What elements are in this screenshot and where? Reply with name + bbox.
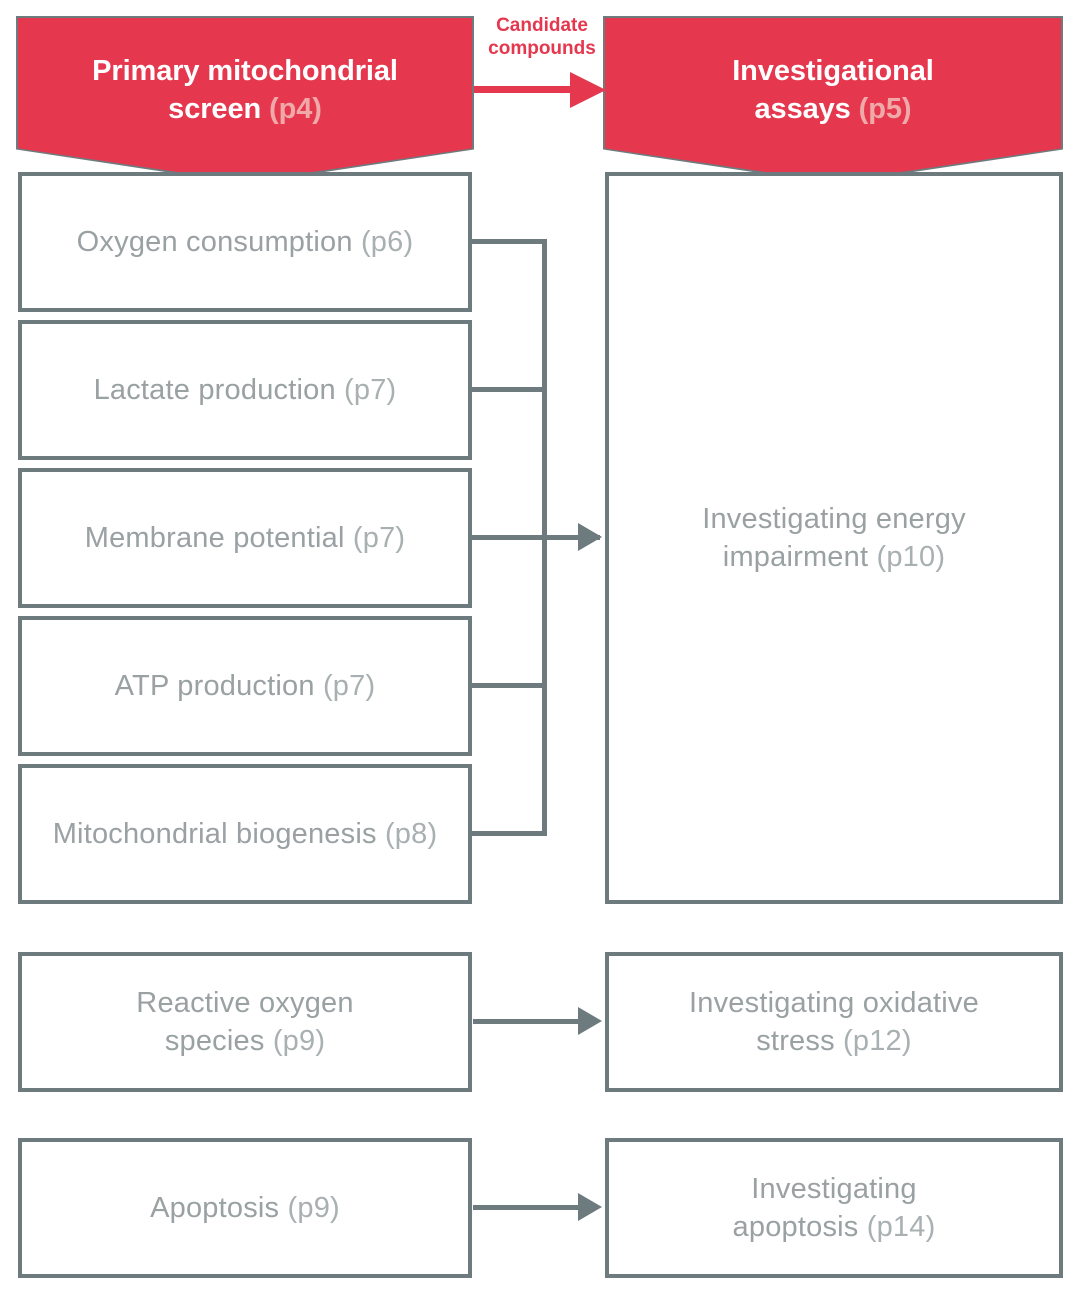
arrow-to-oxidative-stress-shaft [473,1019,581,1024]
connector-stub-lactate-production [470,387,547,392]
banner-right-page-ref: (p5) [858,93,912,125]
node-membrane-potential-page-ref: (p7) [352,521,406,554]
node-oxygen-consumption[interactable]: Oxygen consumption (p6) [18,172,472,312]
arrow-to-energy-impairment-icon [578,523,602,551]
candidate-compounds-arrow-shaft [474,86,578,93]
banner-left-line1: Primary mitochondrial [92,55,398,88]
banner-investigational-assays: Investigational assays (p5) [605,18,1061,182]
node-atp-production-label: ATP production (p7) [114,669,376,702]
banner-left-text: Primary mitochondrial screen (p4) [74,53,416,128]
connector-stub-oxygen-consumption [470,239,547,244]
node-apoptosis[interactable]: Apoptosis (p9) [18,1138,472,1278]
node-lactate-production-page-ref: (p7) [344,373,397,406]
banner-left-line2: screen [168,93,270,125]
node-lactate-production[interactable]: Lactate production (p7) [18,320,472,460]
node-oxygen-consumption-label: Oxygen consumption (p6) [76,225,414,258]
arrow-to-investigating-apoptosis-shaft [473,1205,581,1210]
candidate-compounds-line2: compounds [488,38,596,60]
banner-left-page-ref: (p4) [269,93,322,125]
node-investigating-oxidative-stress-page-ref: (p12) [843,1025,912,1057]
candidate-compounds-line1: Candidate [496,15,588,36]
node-membrane-potential[interactable]: Membrane potential (p7) [18,468,472,608]
banner-right-text: Investigational assays (p5) [714,53,952,128]
arrow-to-oxidative-stress-icon [578,1007,602,1035]
banner-right-line1: Investigational [732,55,934,88]
banner-right-line2: assays [754,93,859,125]
node-investigating-apoptosis-page-ref: (p14) [866,1211,936,1243]
node-oxygen-consumption-page-ref: (p6) [360,225,414,258]
node-investigating-energy-impairment-page-ref: (p10) [876,541,946,573]
arrow-to-energy-impairment-shaft [542,535,600,540]
node-atp-production[interactable]: ATP production (p7) [18,616,472,756]
connector-stub-membrane-potential [470,535,547,540]
node-mitochondrial-biogenesis-label: Mitochondrial biogenesis (p8) [52,817,438,850]
node-apoptosis-page-ref: (p9) [287,1191,340,1224]
node-reactive-oxygen-species-page-ref: (p9) [272,1025,326,1057]
node-membrane-potential-label: Membrane potential (p7) [84,521,406,554]
arrow-to-investigating-apoptosis-icon [578,1193,602,1221]
candidate-compounds-label: Candidate compounds [478,14,606,60]
connector-stub-mitochondrial-biogenesis [470,831,547,836]
node-atp-production-page-ref: (p7) [322,669,376,702]
candidate-compounds-arrow-icon [570,72,606,108]
node-lactate-production-label: Lactate production (p7) [93,373,397,406]
node-mitochondrial-biogenesis[interactable]: Mitochondrial biogenesis (p8) [18,764,472,904]
node-apoptosis-label: Apoptosis (p9) [150,1191,340,1224]
connector-stub-atp-production [470,683,547,688]
node-mitochondrial-biogenesis-page-ref: (p8) [384,817,438,850]
banner-primary-mitochondrial-screen: Primary mitochondrial screen (p4) [18,18,472,182]
